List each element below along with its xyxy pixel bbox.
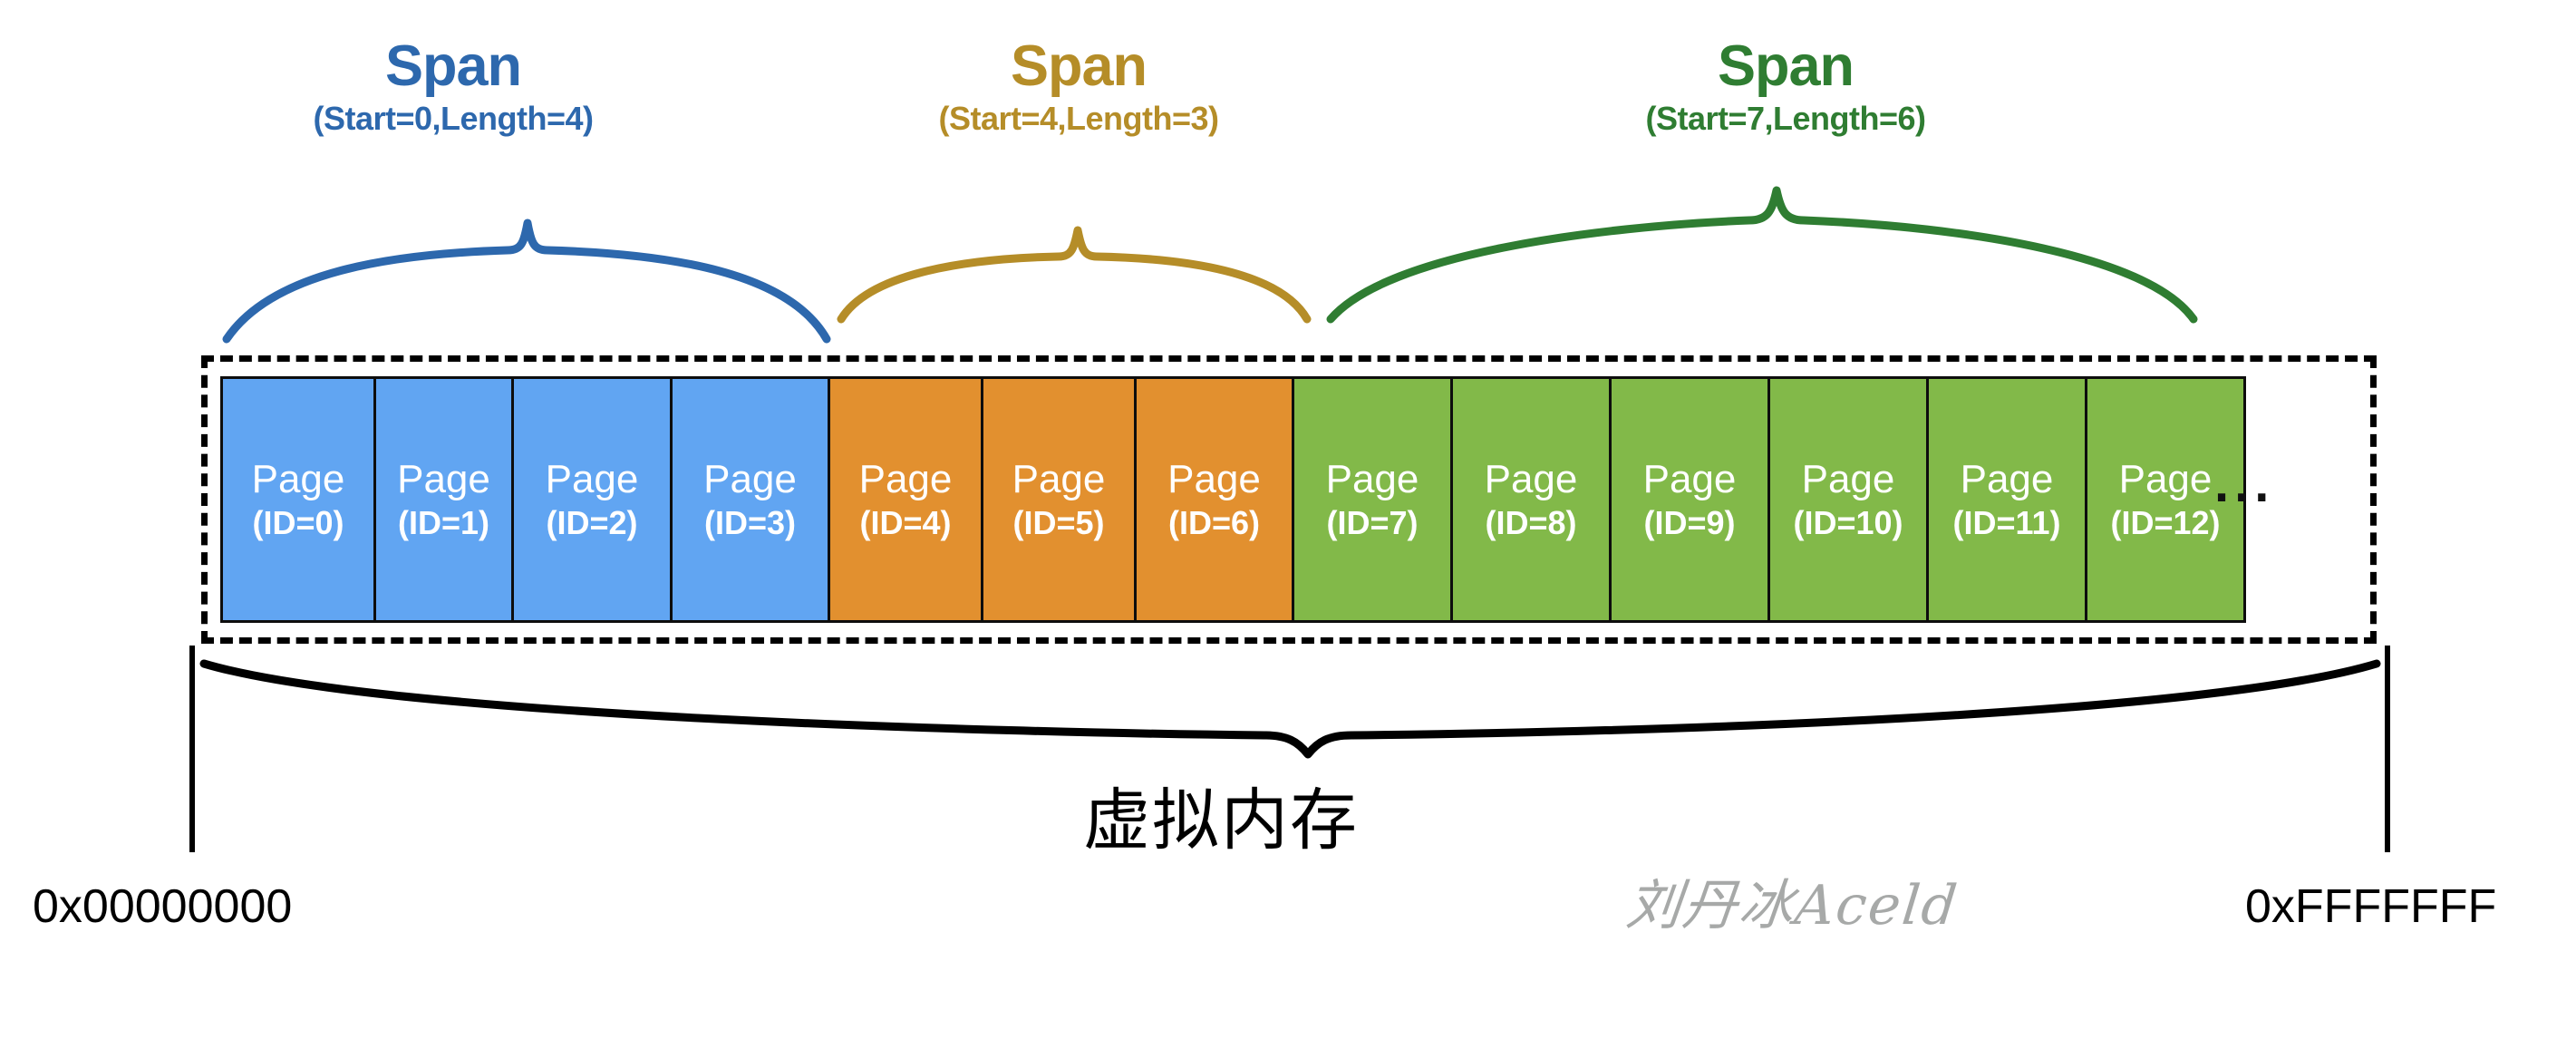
page-id: (ID=3): [703, 504, 797, 541]
pages-ellipsis: ...: [2214, 454, 2275, 513]
page-cell[interactable]: Page (ID=4): [828, 376, 983, 623]
page-name: Page: [1801, 457, 1895, 501]
span-title-2: Span: [1717, 34, 1855, 98]
page-id: (ID=9): [1643, 504, 1736, 541]
page-id: (ID=1): [397, 504, 490, 541]
span-title-0: Span: [384, 34, 522, 98]
page-cell[interactable]: Page (ID=9): [1609, 376, 1770, 623]
page-id: (ID=11): [1952, 504, 2061, 541]
page-name: Page: [703, 457, 797, 501]
page-name: Page: [1012, 457, 1106, 501]
span-label-1: Span (Start=4,Length=3): [807, 36, 1351, 136]
page-cell[interactable]: Page (ID=12): [2085, 376, 2246, 623]
page-cell[interactable]: Page (ID=6): [1134, 376, 1294, 623]
span-sub-0: (Start=0,Length=4): [313, 100, 594, 138]
address-start-label: 0x00000000: [33, 880, 293, 933]
page-id: (ID=5): [1012, 504, 1105, 541]
page-cell[interactable]: Page (ID=10): [1767, 376, 1929, 623]
page-cell[interactable]: Page (ID=8): [1450, 376, 1612, 623]
author-watermark: 刘丹冰Aceld: [1622, 874, 1962, 937]
page-cell[interactable]: Page (ID=7): [1292, 376, 1453, 623]
page-name: Page: [397, 457, 490, 501]
span-brace-gold: [837, 226, 1312, 324]
page-id: (ID=10): [1793, 504, 1903, 541]
page-name: Page: [1642, 457, 1737, 501]
page-cell[interactable]: Page (ID=11): [1926, 376, 2087, 623]
virtual-memory-box: [201, 355, 2377, 644]
page-name: Page: [1167, 457, 1261, 501]
page-cell[interactable]: Page (ID=5): [981, 376, 1137, 623]
span-brace-blue: [222, 218, 831, 344]
page-id: (ID=7): [1326, 504, 1419, 541]
page-name: Page: [1484, 457, 1578, 501]
page-cell[interactable]: Page (ID=2): [511, 376, 673, 623]
page-cell[interactable]: Page (ID=3): [670, 376, 830, 623]
page-name: Page: [545, 457, 639, 501]
virtual-memory-caption: 虚拟内存: [1083, 782, 1359, 858]
page-id: (ID=4): [859, 504, 952, 541]
address-end-label: 0xFFFFFFF: [2245, 880, 2497, 933]
span-title-1: Span: [1010, 34, 1148, 98]
page-cell[interactable]: Page (ID=0): [220, 376, 376, 623]
virtual-memory-brace: [199, 659, 2381, 759]
pages-row: Page (ID=0) Page (ID=1) Page (ID=2) Page…: [220, 376, 2246, 623]
page-id: (ID=6): [1167, 504, 1261, 541]
page-id: (ID=2): [546, 504, 638, 541]
span-sub-2: (Start=7,Length=6): [1645, 100, 1926, 138]
page-name: Page: [858, 457, 953, 501]
span-label-0: Span (Start=0,Length=4): [163, 36, 743, 136]
span-brace-green: [1326, 186, 2198, 324]
page-id: (ID=8): [1485, 504, 1577, 541]
page-name: Page: [2118, 457, 2213, 501]
page-id: (ID=12): [2110, 504, 2221, 541]
page-name: Page: [1325, 457, 1419, 501]
page-id: (ID=0): [252, 504, 344, 541]
page-name: Page: [251, 457, 345, 501]
span-label-2: Span (Start=7,Length=6): [1505, 36, 2067, 136]
page-cell[interactable]: Page (ID=1): [373, 376, 514, 623]
page-name: Page: [1960, 457, 2054, 501]
span-sub-1: (Start=4,Length=3): [938, 100, 1219, 138]
